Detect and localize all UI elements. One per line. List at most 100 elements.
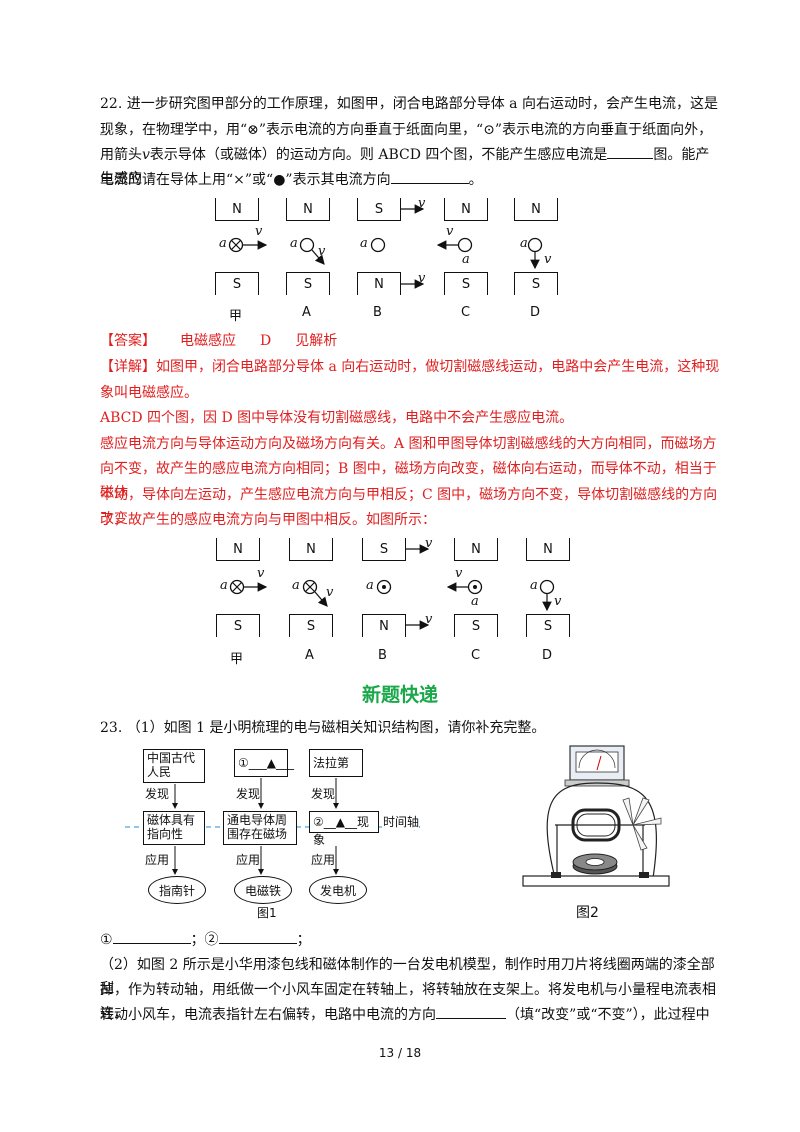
box-magnet-direction: 磁体具有指向性 [143,811,205,845]
q22-line4: 电流的请在导体上用“×”或“●”表示其电流方向。 [100,168,720,192]
magnet2-bottom-jia: S [216,614,260,637]
magnet2-bottom-b: N [362,614,406,637]
magnet-bottom-jia: S [215,272,259,295]
fig-label-d: D [530,305,541,320]
figure-2-generator-illustration [522,745,670,887]
fig2-label-c: C [471,648,481,663]
diagram-2-symbols [229,544,555,630]
detail-line7: 了，故产生的感应电流方向与甲图中相反。如图所示： [100,512,436,528]
conductor2-a-icon [302,579,328,607]
label2-a-c: a [471,594,479,609]
apply-2: 应用 [236,853,261,867]
ellipse-generator: 发电机 [309,876,367,904]
box-ancient-people: 中国古代人民 [143,749,205,783]
found-3: 发现 [311,787,336,801]
fig2-label-b: B [378,648,387,663]
label2-v-b-top: v [425,536,433,551]
found-2: 发现 [236,787,261,801]
label2-a-a: a [292,578,300,593]
fig-label-jia: 甲 [229,309,243,324]
magnet2-bottom-d: S [526,614,570,637]
label-v-d: v [544,252,552,267]
label2-v-c: v [455,566,463,581]
conductor2-b-icon [376,544,430,630]
magnet-bottom-a: S [286,272,330,295]
label2-a-jia: a [220,578,228,593]
label-v-c: v [446,224,454,239]
time-axis-label: 时间轴 [383,813,420,830]
label2-a-b: a [366,578,374,593]
magnet-top-b: S [357,198,401,221]
label-a-b: a [360,236,368,251]
apply-1: 应用 [145,853,170,867]
detail-line4: 感应电流方向与导体运动方向及磁场方向有关。A 图和甲图导体切割磁感线的大方向相同… [100,436,717,452]
magnet2-top-a: N [289,538,333,561]
figure-2-caption: 图2 [576,905,599,921]
magnet-bottom-c: S [444,272,488,295]
conductor-a-icon [299,237,325,265]
label-v-b-top: v [418,196,426,211]
label-a-d: a [520,236,528,251]
label2-v-b-bottom: v [425,612,433,627]
q23-blank-2[interactable] [218,929,297,944]
fig-label-a: A [302,305,311,320]
q22-blank2[interactable] [390,169,469,184]
section-title: 新题快递 [361,684,438,706]
fig2-label-a: A [305,648,314,663]
label-a-c: a [462,252,470,267]
q23-blank-1[interactable] [112,929,191,944]
conductor2-jia-icon [229,579,268,595]
magnet-bottom-d: S [514,272,558,295]
label-a-jia: a [219,236,227,251]
conductor-b-icon [370,204,425,289]
found-1: 发现 [145,787,170,801]
conductor2-c-icon [446,579,483,595]
detail-line3: ABCD 四个图，因 D 图中导体没有切割磁感线，电路中不会产生感应电流。 [100,410,574,426]
label2-v-jia: v [257,566,265,581]
detail-line2: 象叫电磁感应。 [100,385,198,401]
conductor-jia-icon [228,237,268,253]
box-faraday: 法拉第 [309,749,363,777]
magnet-top-a: N [286,198,330,221]
ellipse-electromagnet: 电磁铁 [234,876,292,904]
q22-blank1[interactable] [607,144,654,159]
q23-blanks-line: ①；②； [100,928,720,952]
magnet-top-d: N [514,198,558,221]
conductor-c-icon [436,237,473,253]
fig2-label-d: D [542,648,553,663]
magnet-top-c: N [444,198,488,221]
fig-label-c: C [461,305,471,320]
q22-line2: 现象，在物理学中，用“⊗”表示电流的方向垂直于纸面向里，“⊙”表示电流的方向垂直… [100,122,713,138]
detail-line1: 【详解】如图甲，闭合电路部分导体 a 向右运动时，做切割磁感线运动，电路中会产生… [100,359,720,375]
label-v-a: v [318,244,326,259]
magnet2-top-b: S [362,538,406,561]
fig-label-b: B [373,305,382,320]
q22-line3: 用箭头v表示导体（或磁体）的运动方向。则 ABCD 四个图，不能产生感应电流是图… [100,143,720,191]
box-current-field: 通电导体周围存在磁场 [223,811,297,845]
q23-blank-3[interactable] [436,1004,506,1019]
magnet2-bottom-c: S [454,614,498,637]
label2-v-d: v [554,594,562,609]
conductor-d-icon [527,237,543,270]
q23-p2-line2: 掉，作为转动轴，用纸做一个小风车固定在转轴上，将转轴放在支架上。将发电机与小量程… [100,982,716,1022]
q23-p2-line1: （2）如图 2 所示是小华用漆包线和磁体制作的一台发电机模型，制作时用刀片将线圈… [100,957,715,997]
box-blank-1: ①___▲___ [234,749,294,777]
diagram-1-symbols [228,204,543,289]
q23-p2-line3: 转动小风车，电流表指针左右偏转，电路中电流的方向（填“改变”或“不变”），此过程… [100,1003,720,1027]
label2-a-d: a [530,578,538,593]
q22-line1: 22. 进一步研究图甲部分的工作原理，如图甲，闭合电路部分导体 a 向右运动时，… [100,96,718,136]
magnet-top-jia: N [215,198,259,221]
label-a-a: a [290,236,298,251]
q23-line1: 23. （1）如图 1 是小明梳理的电与磁相关知识结构图，请你补充完整。 [100,720,546,736]
ellipse-compass: 指南针 [148,876,206,904]
label-v-b-bottom: v [418,271,426,286]
magnet2-top-jia: N [216,538,260,561]
apply-3: 应用 [311,853,336,867]
figure-1-caption: 图1 [257,906,277,920]
box-blank-2: ②__▲__现象 [309,811,379,847]
magnet2-top-d: N [526,538,570,561]
fig2-label-jia: 甲 [230,652,244,667]
detail-line6: 不动，导体向左运动，产生感应电流方向与甲相反；C 图中，磁场方向不变，导体切割磁… [100,487,718,527]
conductor2-d-icon [539,579,555,612]
